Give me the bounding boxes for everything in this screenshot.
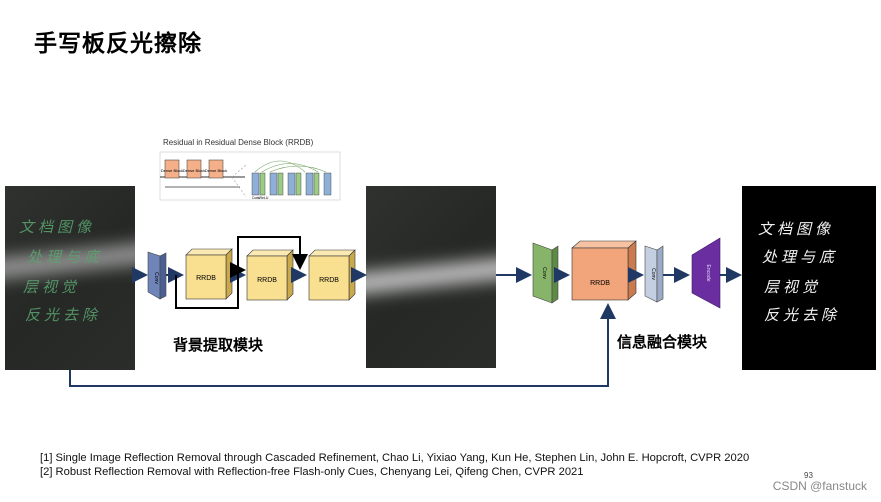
skip-connection-2 [237, 236, 308, 275]
input-line-1: 文档图像 [19, 218, 96, 236]
dense-block-label-3: Dense Block [205, 168, 227, 173]
rrdb-fusion-block: RRDB [571, 240, 637, 301]
input-skip-connection [69, 303, 616, 387]
input-photo: 文档图像 处理与底 层视觉 反光去除 [5, 186, 135, 370]
dense-layers: Conv LReLU [251, 160, 332, 200]
fusion-module: Conv RRDB Conv Encode [496, 237, 742, 309]
input-line-4: 反光去除 [25, 306, 102, 324]
dense-block-2 [186, 159, 202, 179]
conv-label-1: Conv [153, 272, 159, 284]
encode-block: Encode [691, 237, 721, 309]
fusion-module-label: 信息融合模块 [617, 333, 708, 351]
rrdb-label-3: RRDB [319, 277, 339, 284]
output-line-1: 文档图像 [758, 220, 835, 238]
rrdb-block-2: RRDB [246, 249, 294, 301]
rrdb-inset-caption: Residual in Residual Dense Block (RRDB) [163, 138, 314, 147]
rrdb-inset: Residual in Residual Dense Block (RRDB) … [159, 138, 341, 201]
background-module-label: 背景提取模块 [173, 336, 264, 354]
dense-block-1 [164, 159, 180, 179]
output-line-2: 处理与底 [762, 248, 839, 266]
reference-2: [2] Robust Reflection Removal with Refle… [40, 466, 584, 478]
page-number: 93 [804, 471, 813, 480]
background-extraction-module: Conv RRDB RRDB RRDB [132, 236, 367, 309]
conv-block-2: Conv [532, 242, 559, 304]
conv-label-2: Conv [541, 267, 547, 279]
background-layer-photo [366, 186, 496, 368]
references: [1] Single Image Reflection Removal thro… [40, 451, 749, 479]
layer-label-conv: Conv [252, 196, 260, 200]
rrdb-label-fusion: RRDB [590, 280, 610, 287]
watermark: CSDN @fanstuck [772, 479, 867, 493]
conv-block-3: Conv [644, 245, 664, 303]
rrdb-block-1: RRDB [185, 248, 233, 300]
output-photo: 文档图像 处理与底 层视觉 反光去除 [742, 186, 876, 370]
input-line-2: 处理与底 [27, 248, 104, 266]
output-line-4: 反光去除 [764, 306, 841, 324]
rrdb-label-2: RRDB [257, 277, 277, 284]
encode-label: Encode [705, 265, 711, 282]
rrdb-block-3: RRDB [308, 249, 356, 301]
conv-block-1: Conv [147, 251, 167, 300]
input-line-3: 层视觉 [23, 278, 81, 296]
dense-block-label-1: Dense Block [161, 168, 183, 173]
dense-block-label-2: Dense Block [183, 168, 205, 173]
conv-label-3: Conv [650, 268, 656, 280]
output-line-3: 层视觉 [764, 278, 822, 296]
dense-block-3 [208, 159, 224, 179]
skip-connection-1 [175, 262, 246, 309]
rrdb-label-1: RRDB [196, 275, 216, 282]
reference-1: [1] Single Image Reflection Removal thro… [40, 452, 750, 464]
page-title: 手写板反光擦除 [34, 31, 202, 57]
layer-label-lrelu: LReLU [258, 196, 269, 200]
